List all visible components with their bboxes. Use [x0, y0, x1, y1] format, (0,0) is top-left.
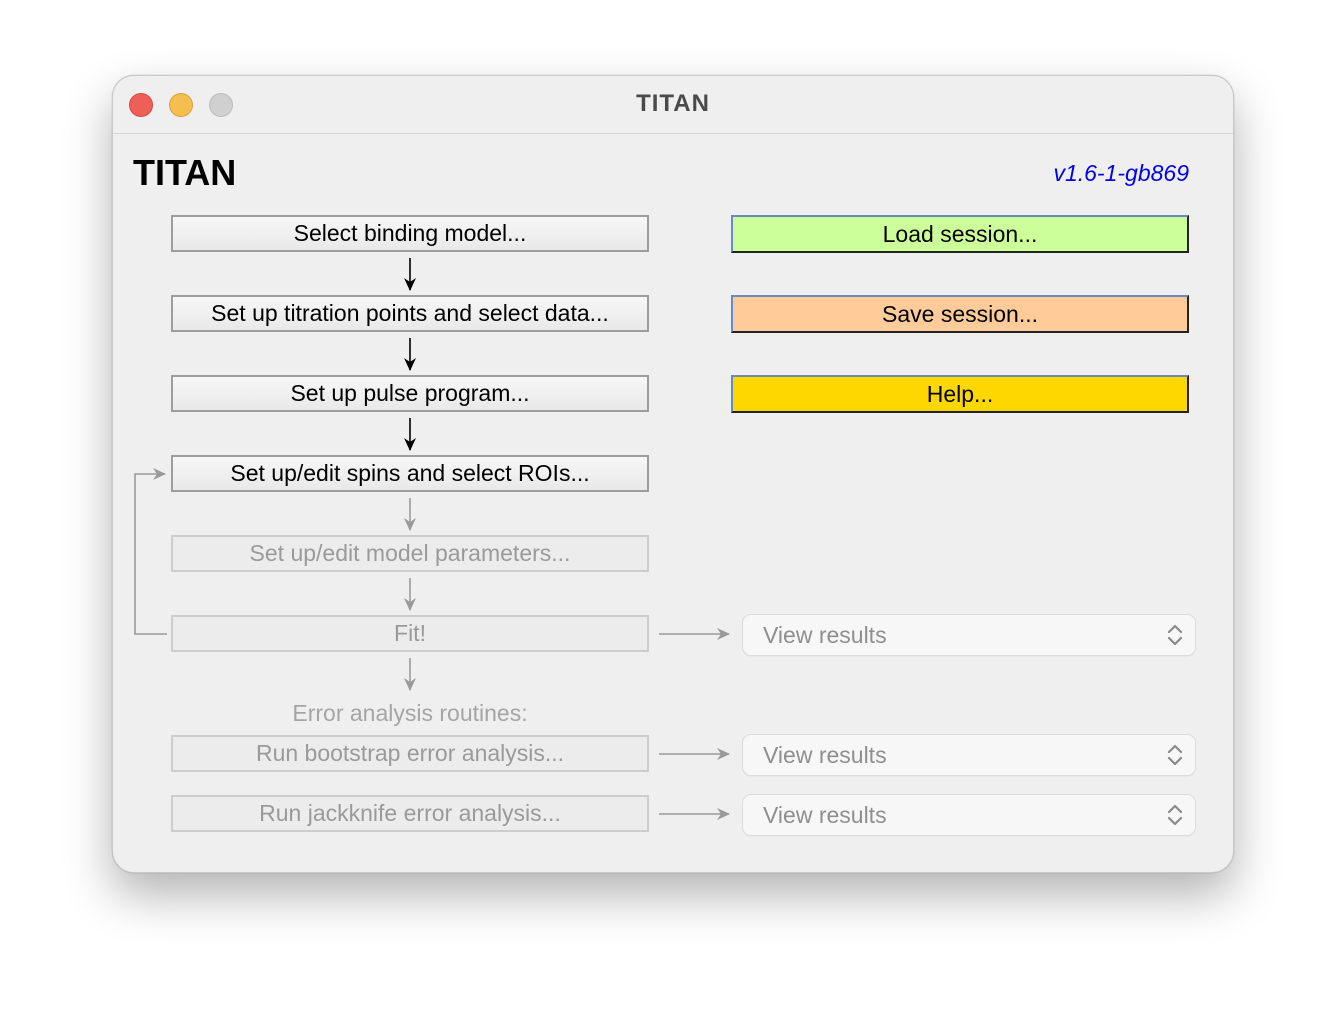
model-parameters-button[interactable]: Set up/edit model parameters... [171, 535, 649, 572]
window-title: TITAN [636, 90, 710, 117]
chevron-updown-icon [1167, 744, 1183, 766]
chevron-updown-icon [1167, 804, 1183, 826]
fit-button[interactable]: Fit! [171, 615, 649, 652]
error-analysis-label: Error analysis routines: [292, 700, 528, 726]
titration-points-button[interactable]: Set up titration points and select data.… [171, 295, 649, 332]
fit-results-select[interactable]: View results [743, 615, 1195, 655]
bootstrap-results-value: View results [763, 742, 887, 768]
loop-arrow-icon [134, 468, 167, 635]
help-button[interactable]: Help... [731, 375, 1189, 413]
jackknife-results-value: View results [763, 802, 887, 828]
jackknife-results-select[interactable]: View results [743, 795, 1195, 835]
jackknife-button[interactable]: Run jackknife error analysis... [171, 795, 649, 832]
close-window-button[interactable] [129, 93, 153, 117]
chevron-updown-icon [1167, 624, 1183, 646]
version-label: v1.6-1-gb869 [1053, 160, 1189, 186]
titan-window: TITAN TITAN v1.6-1-gb869 Select binding … [112, 75, 1234, 873]
load-session-button[interactable]: Load session... [731, 215, 1189, 253]
bootstrap-button[interactable]: Run bootstrap error analysis... [171, 735, 649, 772]
bootstrap-results-select[interactable]: View results [743, 735, 1195, 775]
zoom-window-button[interactable] [209, 93, 233, 117]
fit-results-value: View results [763, 622, 887, 648]
pulse-program-button[interactable]: Set up pulse program... [171, 375, 649, 412]
minimize-window-button[interactable] [169, 93, 193, 117]
workflow-arrows [134, 258, 730, 820]
select-binding-model-button[interactable]: Select binding model... [171, 215, 649, 252]
app-title: TITAN [133, 152, 237, 193]
title-bar[interactable]: TITAN [113, 76, 1233, 134]
spins-rois-button[interactable]: Set up/edit spins and select ROIs... [171, 455, 649, 492]
save-session-button[interactable]: Save session... [731, 295, 1189, 333]
